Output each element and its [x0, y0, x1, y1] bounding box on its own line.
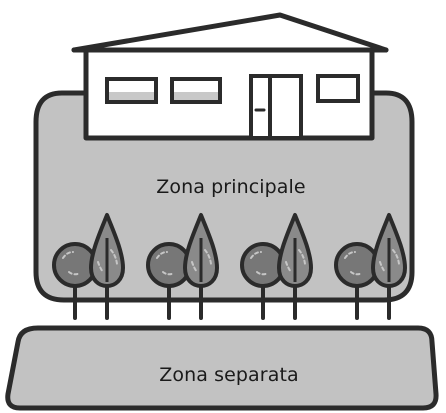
- house-window: [170, 77, 222, 104]
- cypress-tree-icon: [371, 213, 407, 320]
- separate-zone-area: [5, 325, 439, 411]
- round-tree-icon: [146, 242, 192, 320]
- tree-pair: [334, 213, 407, 320]
- round-tree-icon: [334, 242, 380, 320]
- tree-pair: [240, 213, 313, 320]
- house-window: [105, 77, 158, 104]
- tree-pair: [52, 213, 125, 320]
- cypress-tree-icon: [277, 213, 313, 320]
- cypress-tree-icon: [89, 213, 125, 320]
- tree-pair: [146, 213, 219, 320]
- main-zone-area: [33, 90, 415, 303]
- house-roof: [71, 12, 389, 53]
- house-window: [316, 74, 360, 103]
- round-tree-icon: [240, 242, 286, 320]
- tree-row: [52, 213, 407, 320]
- main-zone-label: Zona principale: [156, 176, 306, 198]
- house-door: [249, 74, 303, 140]
- separate-zone-label: Zona separata: [159, 364, 299, 386]
- cypress-tree-icon: [183, 213, 219, 320]
- round-tree-icon: [52, 242, 98, 320]
- house-icon: [71, 12, 389, 141]
